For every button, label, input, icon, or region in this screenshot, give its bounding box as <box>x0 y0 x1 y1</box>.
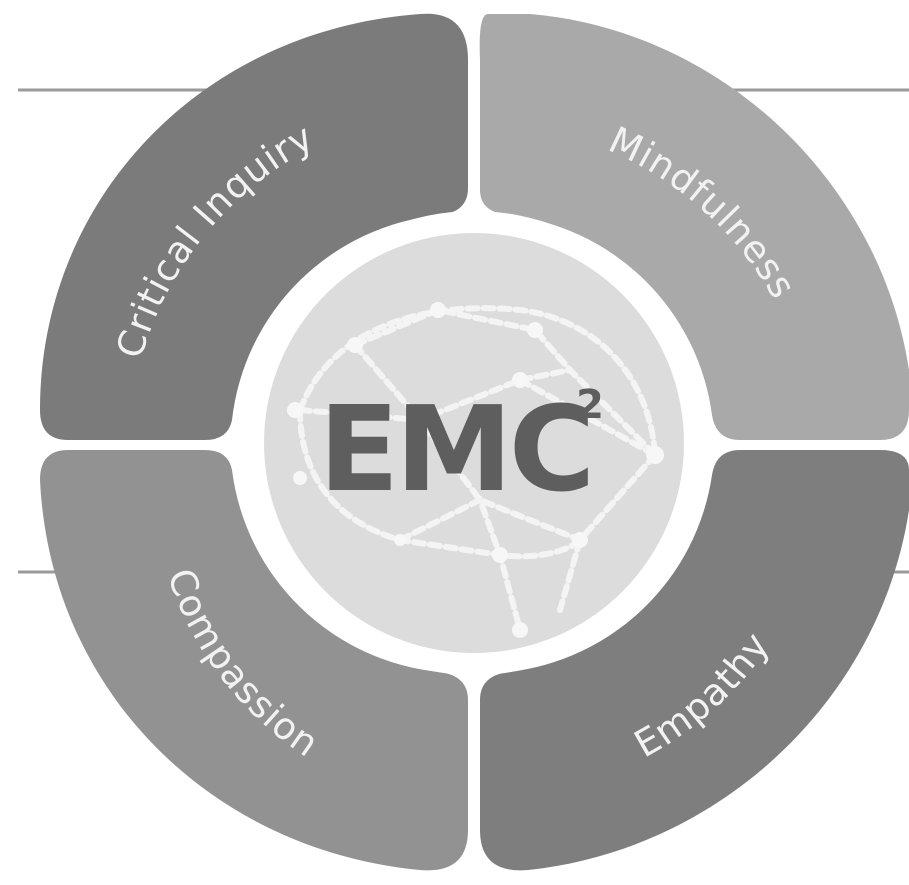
segment-empathy <box>480 450 909 871</box>
segment-mindfulness <box>479 14 909 440</box>
segment-critical-inquiry <box>40 13 468 440</box>
segment-compassion <box>40 450 468 871</box>
center-title: EMC <box>319 380 592 518</box>
brain-network-illustration <box>297 305 658 633</box>
network-nodes <box>287 302 664 638</box>
center-superscript: 2 <box>576 382 604 428</box>
